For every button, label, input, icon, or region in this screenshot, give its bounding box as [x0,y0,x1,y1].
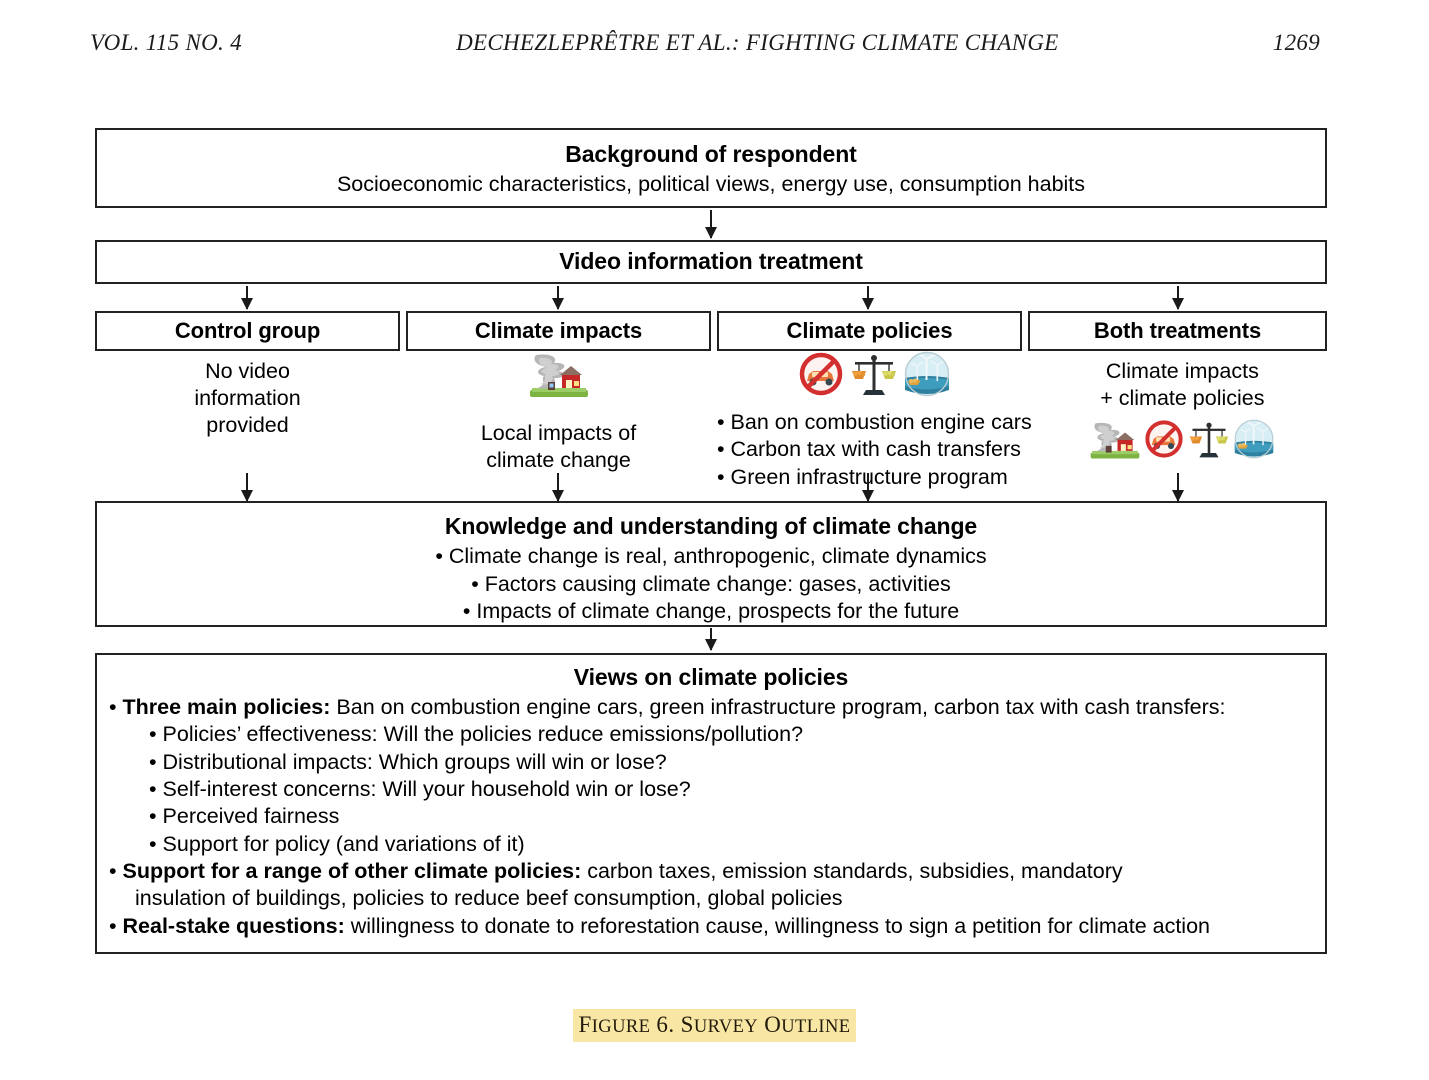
control-text-line-1: No video [205,359,290,383]
treatment-header-climate-policies: Climate policies [717,311,1022,351]
storm-house-icon [1089,420,1141,465]
storm-house-icon [528,352,590,403]
arrow-video-to-control [246,286,248,309]
volume-issue-label: VOL. 115 NO. 4 [90,30,242,55]
arrow-impacts-to-knowledge [557,473,559,501]
treatment-group-bodies: No video information provided [95,351,1327,501]
views-item-7-continued: insulation of buildings, policies to red… [135,886,843,911]
background-box-subtitle: Socioeconomic characteristics, political… [336,172,1086,197]
no-car-icon [1143,418,1185,465]
views-item-4: • Self-interest concerns: Will your hous… [149,777,691,802]
figure-caption: FIGURE 6. SURVEY OUTLINE [0,1009,1429,1042]
knowledge-bullet-1: • Climate change is real, anthropogenic,… [435,544,987,569]
treatment-header-label: Climate policies [786,318,953,343]
treatment-group-headers: Control group Climate impacts Climate po… [95,311,1327,351]
views-on-climate-policies-box: Views on climate policies • Three main p… [95,653,1327,954]
arrow-control-to-knowledge [246,473,248,501]
article-title-label: DECHEZLEPRÊTRE ET AL.: FIGHTING CLIMATE … [456,30,1059,55]
knowledge-box-title: Knowledge and understanding of climate c… [444,513,978,539]
arrow-video-to-policies [867,286,869,309]
views-item-2: • Policies’ effectiveness: Will the poli… [149,722,804,747]
treatment-header-both-treatments: Both treatments [1028,311,1327,351]
survey-outline-figure: Background of respondent Socioeconomic c… [95,128,1327,954]
treatment-body-both-treatments: Climate impacts + climate policies [1038,351,1327,501]
treatment-header-control-group: Control group [95,311,400,351]
background-of-respondent-box: Background of respondent Socioeconomic c… [95,128,1327,208]
policy-bullet-2: • Carbon tax with cash transfers [717,437,1021,462]
knowledge-bullet-3: • Impacts of climate change, prospects f… [462,599,960,624]
control-text-line-3: provided [206,412,289,437]
arrow-both-to-knowledge [1177,473,1179,501]
arrow-video-to-impacts [557,286,559,309]
views-item-3: • Distributional impacts: Which groups w… [149,749,667,774]
knowledge-bullet-2: • Factors causing climate change: gases,… [471,571,951,596]
treatment-header-label: Climate impacts [474,318,643,343]
balance-scale-icon [1187,420,1231,465]
video-box-title: Video information treatment [559,248,863,275]
policy-bullet-1: • Ban on combustion engine cars [717,410,1032,434]
views-item-1: • Three main policies: Ban on combustion… [109,695,1226,720]
views-item-6: • Support for policy (and variations of … [149,831,525,856]
video-information-treatment-box: Video information treatment [95,240,1327,284]
treatment-header-label: Both treatments [1093,318,1262,343]
wind-turbine-icon [1233,418,1275,465]
impacts-text-line-2: climate change [486,447,631,472]
wind-turbine-icon [903,350,951,403]
treatment-body-control-group: No video information provided [95,351,400,501]
arrow-policies-to-knowledge [867,473,869,501]
treatment-header-climate-impacts: Climate impacts [406,311,711,351]
treatment-header-label: Control group [174,318,321,343]
views-item-7: • Support for a range of other climate p… [109,858,1123,883]
background-box-title: Background of respondent [565,141,857,167]
knowledge-and-understanding-box: Knowledge and understanding of climate c… [95,501,1327,627]
figure-caption-text: FIGURE 6. SURVEY OUTLINE [572,1009,857,1042]
arrow-knowledge-to-views [710,628,712,650]
no-car-icon [797,350,845,403]
impacts-text-line-1: Local impacts of [480,421,637,445]
control-text-line-2: information [194,385,301,410]
arrow-background-to-video [710,210,712,238]
treatment-body-climate-policies: • Ban on combustion engine cars • Carbon… [717,351,1032,501]
both-text-line-2: + climate policies [1100,385,1265,410]
views-box-title: Views on climate policies [573,664,849,690]
policy-bullet-3: • Green infrastructure program [717,464,1008,489]
treatment-body-climate-impacts: Local impacts of climate change [406,351,711,501]
page-number-label: 1269 [1272,30,1320,55]
balance-scale-icon [849,352,899,403]
both-text-line-1: Climate impacts [1105,359,1259,383]
arrow-video-to-both [1177,286,1179,309]
running-head: VOL. 115 NO. 4 DECHEZLEPRÊTRE ET AL.: FI… [90,30,1320,64]
views-item-8: • Real-stake questions: willingness to d… [109,913,1210,938]
views-item-5: • Perceived fairness [149,804,340,829]
